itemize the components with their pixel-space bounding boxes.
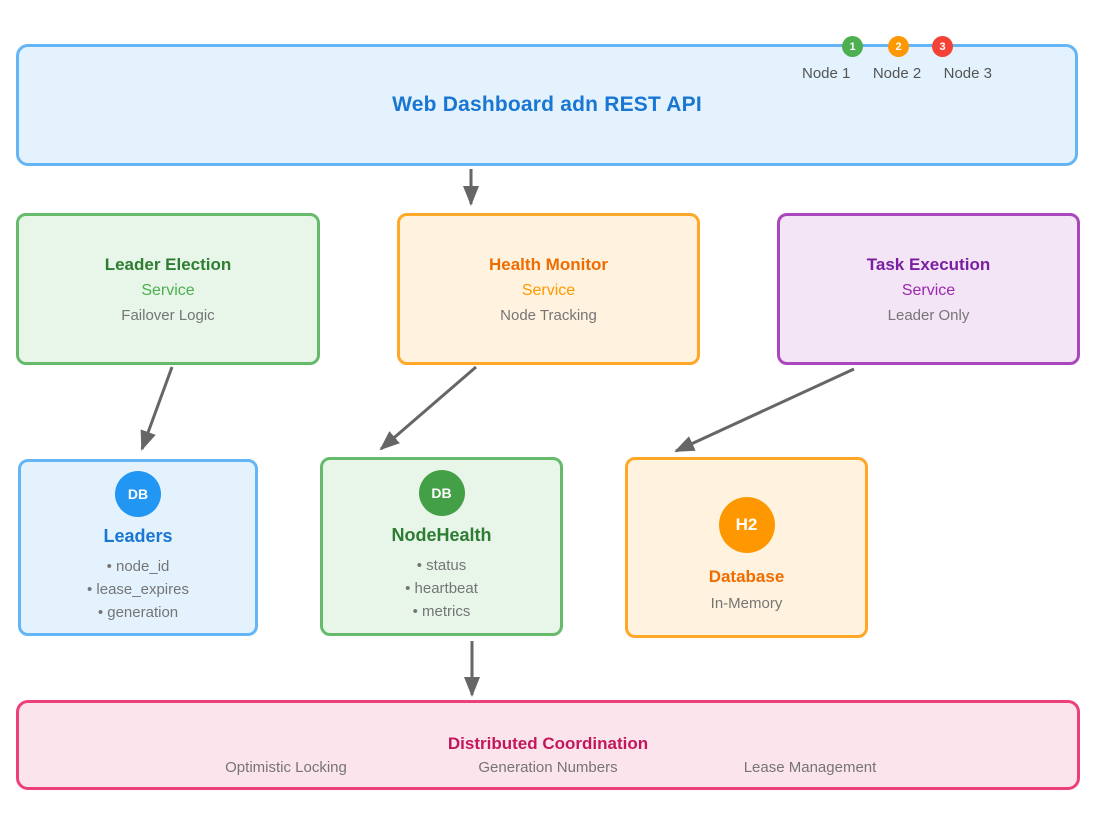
h2-database-box: H2 Database In-Memory [625,457,868,638]
node-2-indicator-icon: 2 [888,36,909,57]
db-icon: DB [115,471,161,517]
node-3-number: 3 [939,40,946,53]
leader-election-service-box: Leader Election Service Failover Logic [16,213,320,365]
health-monitor-subtitle: Service [521,281,576,299]
nodehealth-table-title: NodeHealth [391,525,492,545]
list-item: • metrics [412,603,471,620]
leader-election-description: Failover Logic [121,306,215,324]
leader-election-subtitle: Service [141,281,195,299]
node-2-label: Node 2 [872,65,922,82]
nodehealth-column-list: • status • heartbeat • metrics [405,554,478,623]
nodehealth-table-box: DB NodeHealth • status • heartbeat • met… [320,457,563,636]
db-icon-label: DB [127,486,149,502]
db-icon-label: DB [431,485,452,501]
distributed-coordination-banner: Distributed Coordination Optimistic Lock… [16,700,1080,790]
node-3-indicator-icon: 3 [932,36,953,57]
leaders-table-title: Leaders [103,526,173,546]
health-monitor-title: Health Monitor [489,254,608,274]
node-labels: Node 1 Node 2 Node 3 [802,65,992,82]
database-title: Database [708,567,785,586]
h2-icon-label: H2 [735,515,758,534]
node-3-label: Node 3 [943,65,992,82]
db-icon: DB [418,470,465,516]
leaders-column-list: • node_id • lease_expires • generation [87,555,189,624]
coordination-title: Distributed Coordination [447,734,649,753]
node-1-indicator-icon: 1 [842,36,863,57]
task-execution-description: Leader Only [887,306,970,324]
task-execution-title: Task Execution [866,254,991,274]
health-monitor-description: Node Tracking [500,306,597,324]
web-dashboard-banner: Web Dashboard adn REST API [16,44,1078,166]
h2-icon: H2 [718,497,775,553]
health-monitor-service-box: Health Monitor Service Node Tracking [397,213,700,365]
arrow-healthmonitor-to-nodehealth [379,365,477,451]
arrow-taskexecution-to-database [674,367,855,453]
coordination-item-optimistic-locking: Optimistic Locking [225,759,347,776]
node-2-number: 2 [895,40,902,53]
task-execution-service-box: Task Execution Service Leader Only [777,213,1080,365]
leaders-table-box: DB Leaders • node_id • lease_expires • g… [18,459,258,636]
list-item: • generation [97,604,179,621]
list-item: • status [416,557,467,574]
coordination-item-lease-management: Lease Management [743,759,877,776]
coordination-item-generation-numbers: Generation Numbers [478,759,618,776]
coordination-items: Optimistic Locking Generation Numbers Le… [155,759,941,776]
database-subtitle: In-Memory [710,595,783,612]
leader-election-title: Leader Election [104,254,232,274]
web-dashboard-title: Web Dashboard adn REST API [392,93,702,116]
node-1-number: 1 [849,40,856,53]
task-execution-subtitle: Service [901,281,956,299]
list-item: • heartbeat [405,580,478,597]
arrow-leaderelection-to-leaders [140,366,174,451]
list-item: • lease_expires [87,581,189,598]
node-1-label: Node 1 [802,65,851,82]
list-item: • node_id [106,558,170,575]
